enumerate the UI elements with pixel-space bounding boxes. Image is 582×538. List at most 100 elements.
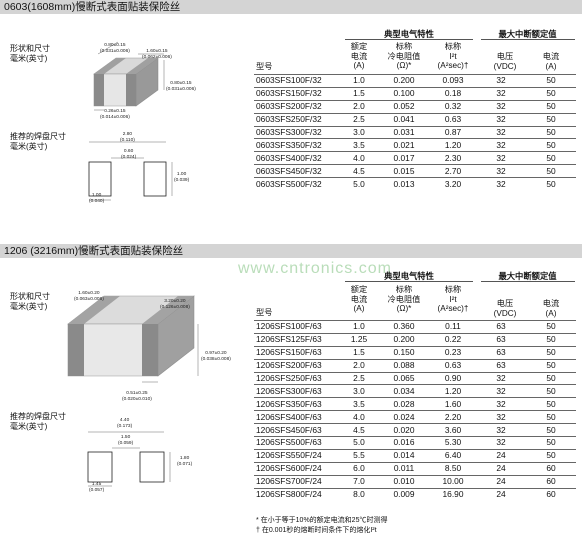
s2-hdr-rule-max bbox=[481, 281, 575, 282]
s1-hdr-voltage: 电压(VDC) bbox=[493, 52, 517, 71]
cell-interrupt-current: 50 bbox=[526, 410, 576, 424]
cell-part-number: 0603SFS500F/32 bbox=[254, 177, 340, 191]
cell-i2t: 2.30 bbox=[430, 151, 476, 165]
cell-voltage: 32 bbox=[476, 86, 526, 101]
cell-interrupt-current: 50 bbox=[526, 164, 576, 178]
cell-rated-current: 4.5 bbox=[340, 164, 378, 178]
cell-i2t: 0.90 bbox=[430, 371, 476, 385]
s1-hdr-typical: 典型电气特性 bbox=[384, 29, 434, 39]
footnote-1: * 在小于等于10%的额定电流和25℃时测得 bbox=[256, 517, 388, 524]
cell-rated-current: 1.25 bbox=[340, 332, 378, 347]
cell-voltage: 63 bbox=[476, 345, 526, 360]
cell-voltage: 24 bbox=[476, 474, 526, 489]
cell-rated-current: 4.0 bbox=[340, 151, 378, 165]
cell-i2t: 3.20 bbox=[430, 177, 476, 191]
s2-hdr-rated: 额定电流(A) bbox=[350, 285, 368, 314]
watermark: www.cntronics.com bbox=[238, 260, 392, 277]
cell-i2t: 8.50 bbox=[430, 461, 476, 476]
cell-part-number: 0603SFS250F/32 bbox=[254, 112, 340, 127]
cell-cold-resistance: 0.360 bbox=[378, 320, 430, 334]
cell-voltage: 32 bbox=[476, 177, 526, 191]
cell-cold-resistance: 0.010 bbox=[378, 474, 430, 489]
cell-i2t: 0.87 bbox=[430, 125, 476, 139]
cell-voltage: 32 bbox=[476, 125, 526, 139]
section1-unit-label: 毫米(英寸) bbox=[10, 54, 48, 63]
cell-rated-current: 1.0 bbox=[340, 74, 378, 88]
s1-hdr-rule-max bbox=[481, 39, 575, 40]
cell-cold-resistance: 0.088 bbox=[378, 358, 430, 373]
s2-pad-width: 1.45(0.057) bbox=[89, 482, 105, 493]
cell-cold-resistance: 0.031 bbox=[378, 125, 430, 139]
cell-i2t: 0.22 bbox=[430, 332, 476, 347]
section2-title: 1206 (3216mm)慢断式表面贴装保险丝 bbox=[0, 244, 582, 258]
cell-interrupt-current: 50 bbox=[526, 436, 576, 450]
cell-voltage: 32 bbox=[476, 384, 526, 398]
cell-interrupt-current: 50 bbox=[526, 151, 576, 165]
cell-i2t: 0.11 bbox=[430, 320, 476, 334]
cell-part-number: 1206SFS350F/63 bbox=[254, 397, 340, 411]
cell-rated-current: 1.5 bbox=[340, 86, 378, 101]
s1-hdr-coldres: 标称冷电阻值(Ω)* bbox=[387, 42, 421, 71]
cell-cold-resistance: 0.052 bbox=[378, 99, 430, 114]
cell-i2t: 0.63 bbox=[430, 358, 476, 373]
cell-cold-resistance: 0.017 bbox=[378, 151, 430, 165]
cell-voltage: 32 bbox=[476, 164, 526, 178]
cell-voltage: 32 bbox=[476, 436, 526, 450]
cell-interrupt-current: 60 bbox=[526, 461, 576, 476]
cell-i2t: 0.32 bbox=[430, 99, 476, 114]
cell-voltage: 32 bbox=[476, 151, 526, 165]
cell-part-number: 0603SFS350F/32 bbox=[254, 138, 340, 152]
cell-part-number: 1206SFS500F/63 bbox=[254, 436, 340, 450]
s1-dim-term: 0.26±0.15(0.014±0.006) bbox=[100, 109, 130, 120]
s1-hdr-max: 最大中断额定值 bbox=[498, 29, 557, 39]
cell-interrupt-current: 50 bbox=[526, 99, 576, 114]
cell-i2t: 0.18 bbox=[430, 86, 476, 101]
cell-interrupt-current: 50 bbox=[526, 384, 576, 398]
section2-pad-label: 推荐的焊盘尺寸 bbox=[10, 412, 66, 421]
s2-pad-gap: 1.50(0.059) bbox=[118, 435, 134, 446]
s1-pad-height: 1.00(0.039) bbox=[174, 172, 190, 183]
s1-dim-height: 0.80±0.15(0.031±0.006) bbox=[166, 81, 196, 92]
cell-interrupt-current: 50 bbox=[526, 423, 576, 437]
cell-rated-current: 5.0 bbox=[340, 436, 378, 450]
cell-voltage: 32 bbox=[476, 371, 526, 385]
s2-hdr-coldres: 标称冷电阻值(Ω)* bbox=[387, 285, 421, 314]
footnote-2: † 在0.001秒的熔断时间条件下的熔化I²t bbox=[256, 527, 377, 534]
s1-hdr-part: 型号 bbox=[256, 62, 273, 71]
cell-rated-current: 2.0 bbox=[340, 99, 378, 114]
cell-cold-resistance: 0.011 bbox=[378, 461, 430, 476]
cell-i2t: 6.40 bbox=[430, 448, 476, 463]
s2-hdr-typical: 典型电气特性 bbox=[384, 271, 434, 281]
cell-part-number: 1206SFS125F/63 bbox=[254, 332, 340, 347]
cell-i2t: 1.20 bbox=[430, 384, 476, 398]
cell-voltage: 32 bbox=[476, 74, 526, 88]
s1-pad-gap: 0.60(0.024) bbox=[121, 149, 137, 160]
cell-part-number: 0603SFS200F/32 bbox=[254, 99, 340, 114]
pad-1206-drawing bbox=[87, 431, 171, 487]
cell-interrupt-current: 50 bbox=[526, 177, 576, 191]
cell-cold-resistance: 0.150 bbox=[378, 345, 430, 360]
s2-dim-length: 3.20±0.20(0.126±0.008) bbox=[160, 299, 190, 310]
s2-hdr-max: 最大中断额定值 bbox=[498, 271, 557, 281]
cell-interrupt-current: 60 bbox=[526, 474, 576, 489]
cell-i2t: 5.30 bbox=[430, 436, 476, 450]
s1-hdr-rated: 额定电流(A) bbox=[350, 42, 368, 71]
cell-cold-resistance: 0.020 bbox=[378, 423, 430, 437]
cell-rated-current: 5.0 bbox=[340, 177, 378, 191]
cell-cold-resistance: 0.041 bbox=[378, 112, 430, 127]
cell-cold-resistance: 0.034 bbox=[378, 384, 430, 398]
section1-shape-label: 形状和尺寸 bbox=[10, 44, 50, 53]
